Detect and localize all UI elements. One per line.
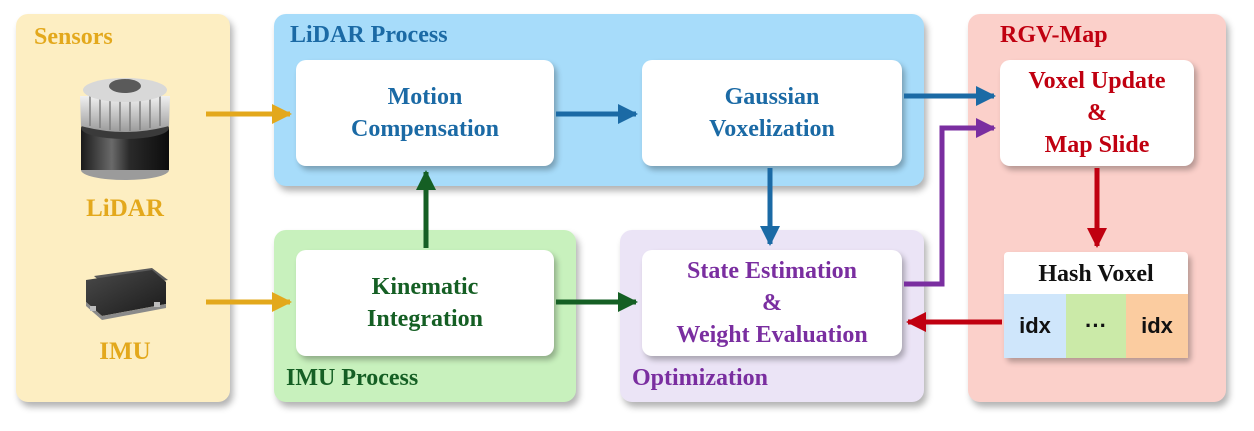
state-estimation-line2: & (762, 290, 782, 316)
state-estimation-box: State Estimation & Weight Evaluation (642, 250, 902, 356)
lidar-sensor-icon (80, 78, 170, 180)
hash-cell-idx-first: idx (1004, 294, 1066, 358)
state-estimation-line3: Weight Evaluation (676, 322, 868, 348)
kinematic-integration-box: Kinematic Integration (296, 250, 554, 356)
motion-compensation-box: Motion Compensation (296, 60, 554, 166)
motion-compensation-line1: Motion (387, 84, 463, 110)
optimization-title: Optimization (632, 365, 768, 391)
gaussian-voxelization-box: Gaussian Voxelization (642, 60, 902, 166)
gaussian-voxelization-line2: Voxelization (709, 116, 835, 142)
kinematic-integration-line2: Integration (367, 306, 483, 332)
sensors-title: Sensors (34, 24, 113, 50)
imu-chip-icon (86, 268, 168, 320)
hash-cell-idx-last: idx (1126, 294, 1188, 358)
hash-cell-ellipsis: ··· (1066, 294, 1126, 358)
lidar-process-title: LiDAR Process (290, 22, 448, 48)
kinematic-integration-line1: Kinematic (371, 274, 479, 300)
voxel-update-line3: Map Slide (1044, 132, 1150, 158)
voxel-update-line1: Voxel Update (1028, 68, 1166, 94)
lidar-label: LiDAR (86, 195, 164, 222)
voxel-update-box: Voxel Update & Map Slide (1000, 60, 1194, 166)
rgv-map-title: RGV-Map (1000, 22, 1108, 48)
voxel-update-line2: & (1087, 100, 1107, 126)
gaussian-voxelization-line1: Gaussian (724, 84, 820, 110)
arrow-state-to-voxel-update (904, 118, 996, 287)
state-estimation-line1: State Estimation (687, 258, 857, 284)
imu-label: IMU (99, 338, 151, 365)
imu-process-title: IMU Process (286, 365, 419, 391)
motion-compensation-line2: Compensation (350, 116, 500, 142)
hash-voxel-title: Hash Voxel (1038, 261, 1154, 287)
